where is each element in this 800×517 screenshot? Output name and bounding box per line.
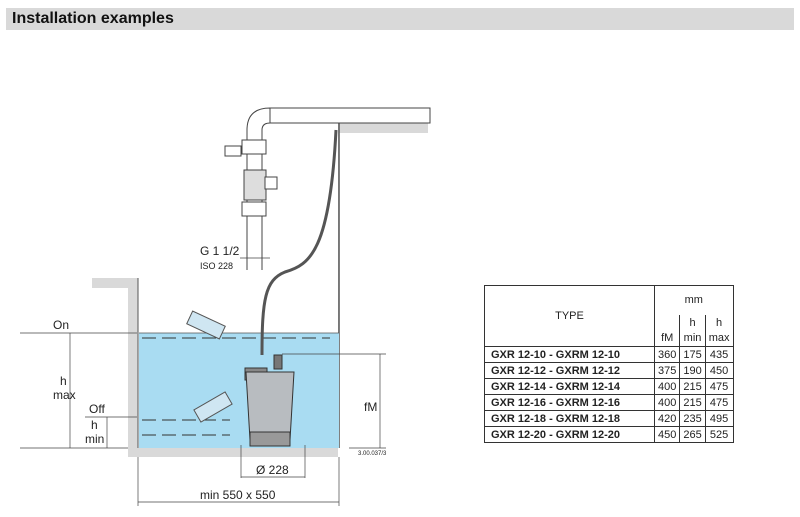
hmin-header: min	[679, 330, 706, 348]
diameter-label: Ø 228	[256, 463, 289, 477]
fm-label: fM	[364, 400, 378, 414]
cell-hmin: 215	[679, 394, 706, 411]
cell-type: GXR 12-10 - GXRM 12-10	[484, 346, 655, 363]
cell-type: GXR 12-18 - GXRM 12-18	[484, 410, 655, 427]
off-label: Off	[89, 402, 105, 416]
cell-fm: 400	[653, 394, 681, 411]
section-header: Installation examples	[6, 8, 794, 30]
mm-header: mm	[654, 284, 734, 315]
cell-hmin: 175	[679, 346, 706, 363]
on-label: On	[53, 318, 70, 332]
pump	[244, 354, 295, 447]
cell-hmax: 475	[704, 378, 734, 395]
pit-size-label: min 550 x 550	[200, 488, 276, 502]
cell-fm: 360	[653, 346, 681, 363]
hmax-h-label: h	[60, 374, 67, 388]
cell-hmax: 475	[704, 394, 734, 411]
cell-hmin: 190	[679, 362, 706, 379]
cell-fm: 450	[653, 426, 681, 443]
cell-hmax: 435	[704, 346, 734, 363]
power-cable	[260, 129, 338, 356]
pipe-standard-label: ISO 228	[200, 261, 234, 271]
cell-hmax: 495	[704, 410, 734, 427]
water	[139, 333, 339, 448]
cell-hmax: 525	[704, 426, 734, 443]
pipe-thread-label: G 1 1/2	[200, 244, 240, 258]
cell-type: GXR 12-20 - GXRM 12-20	[484, 426, 655, 443]
hmax-header: max	[704, 330, 734, 348]
cell-hmin: 215	[679, 378, 706, 395]
hmin-label: min	[85, 432, 105, 446]
hmax-h-header: h	[704, 314, 734, 331]
cell-fm: 420	[653, 410, 681, 427]
fm-header: fM	[653, 330, 681, 348]
cell-fm: 400	[653, 378, 681, 395]
hmin-h-header: h	[679, 314, 706, 331]
discharge-pipe	[224, 107, 431, 270]
dimensions-table: TYPE mm h h fM min max GXR 12-10 - GXRM …	[484, 284, 734, 443]
cell-type: GXR 12-14 - GXRM 12-14	[484, 378, 655, 395]
float-switch	[186, 310, 233, 423]
type-header: TYPE	[484, 285, 655, 347]
section-title: Installation examples	[12, 10, 174, 27]
hmin-h-label: h	[91, 418, 98, 432]
cell-hmin: 265	[679, 426, 706, 443]
cell-hmax: 450	[704, 362, 734, 379]
hmax-label: max	[53, 388, 76, 402]
cell-type: GXR 12-16 - GXRM 12-16	[484, 394, 655, 411]
cell-type: GXR 12-12 - GXRM 12-12	[484, 362, 655, 379]
reference-code: 3.00.037/3	[358, 451, 387, 457]
cell-hmin: 235	[679, 410, 706, 427]
cell-fm: 375	[653, 362, 681, 379]
